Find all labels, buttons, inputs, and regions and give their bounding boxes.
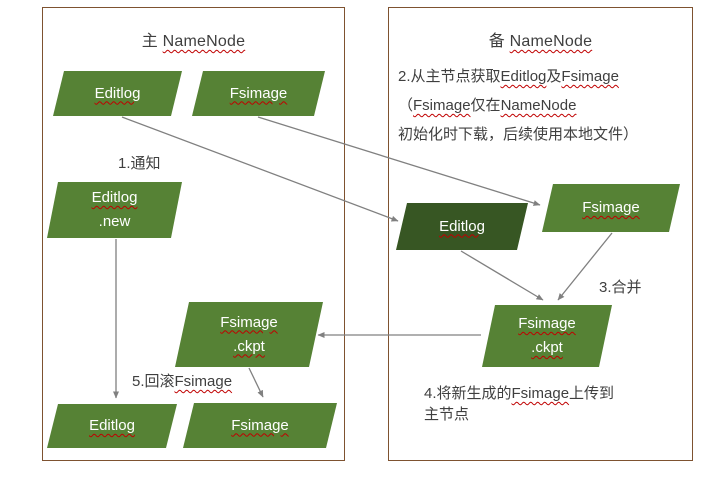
node-label: Fsimage (582, 196, 640, 220)
plain-text: 备 (488, 33, 510, 50)
squiggle-text: Editlog (91, 189, 138, 206)
node-editlog-bottom: Editlog (47, 404, 177, 448)
node-label-line: Fsimage (220, 311, 278, 335)
plain-text: 5.回滚 (132, 373, 175, 390)
plain-text: 上传到 (569, 385, 615, 402)
squiggle-text: Fsimage (229, 84, 288, 102)
squiggle-text: Editlog (439, 217, 485, 235)
standby-namenode-box: 备 NameNode (388, 7, 693, 461)
step4-note: 4.将新生成的Fsimage上传到 主节点 (424, 383, 614, 425)
squiggle-text: Editlog (94, 84, 141, 102)
step2-line: 2.从主节点获取Editlog及Fsimage (398, 62, 638, 91)
squiggle-text: Fsimage (174, 373, 233, 390)
squiggle-text: Fsimage (511, 385, 570, 402)
node-label-line: .ckpt (233, 335, 265, 359)
node-fsimage-ckpt-primary: Fsimage .ckpt (175, 302, 323, 367)
node-fsimage-ckpt-standby: Fsimage .ckpt (482, 305, 612, 367)
squiggle-text: Editlog (500, 68, 547, 85)
node-label-line: .ckpt (531, 336, 563, 360)
squiggle-text: .ckpt (233, 337, 265, 355)
standby-box-title: 备 NameNode (389, 27, 692, 51)
plain-text: 初始化时下载，后续使用本地文件） (398, 126, 639, 143)
plain-text: 及 (546, 68, 562, 85)
squiggle-text: Editlog (89, 417, 135, 434)
node-label-line: Fsimage (518, 312, 576, 336)
step4-line: 4.将新生成的Fsimage上传到 (424, 383, 614, 404)
node-editlog-standby: Editlog (396, 203, 528, 250)
node-label: Editlog (89, 414, 135, 438)
step5-label: 5.回滚Fsimage (132, 370, 232, 391)
squiggle-text: NameNode (509, 33, 593, 50)
step4-line: 主节点 (424, 404, 614, 425)
step2-line: 初始化时下载，后续使用本地文件） (398, 120, 638, 149)
squiggle-text: .ckpt (531, 339, 563, 356)
node-label-line: Editlog (92, 186, 138, 210)
node-label-line: .new (99, 210, 131, 234)
squiggle-text: NameNode (500, 97, 577, 114)
step1-label: 1.通知 (118, 155, 161, 172)
plain-text: 4.将新生成的 (424, 385, 512, 402)
node-label: Editlog (439, 215, 485, 239)
step3-label: 3.合并 (599, 279, 642, 296)
step2-note: 2.从主节点获取Editlog及Fsimage （Fsimage仅在NameNo… (398, 62, 638, 149)
plain-text: .new (98, 213, 131, 230)
node-editlog-primary: Editlog (53, 71, 182, 116)
node-label: Editlog (95, 82, 141, 106)
squiggle-text: Fsimage (231, 416, 289, 434)
squiggle-text: Fsimage (220, 313, 278, 331)
plain-text: 仅在 (470, 97, 501, 114)
primary-box-title: 主 NameNode (43, 27, 344, 51)
plain-text: （ (398, 97, 414, 114)
squiggle-text: Fsimage (582, 199, 640, 216)
plain-text: 主 (141, 33, 163, 50)
node-fsimage-primary: Fsimage (192, 71, 325, 116)
node-fsimage-standby: Fsimage (542, 184, 680, 232)
squiggle-text: Fsimage (518, 315, 576, 332)
plain-text: 2.从主节点获取 (398, 68, 501, 85)
step2-line: （Fsimage仅在NameNode (398, 91, 638, 120)
squiggle-text: NameNode (162, 33, 246, 50)
node-label: Fsimage (230, 82, 288, 106)
plain-text: 主节点 (424, 406, 470, 423)
node-editlog-new: Editlog .new (47, 182, 182, 238)
node-label: Fsimage (231, 414, 289, 438)
node-fsimage-bottom: Fsimage (183, 403, 337, 448)
squiggle-text: Fsimage (561, 68, 619, 85)
squiggle-text: Fsimage (413, 97, 471, 114)
